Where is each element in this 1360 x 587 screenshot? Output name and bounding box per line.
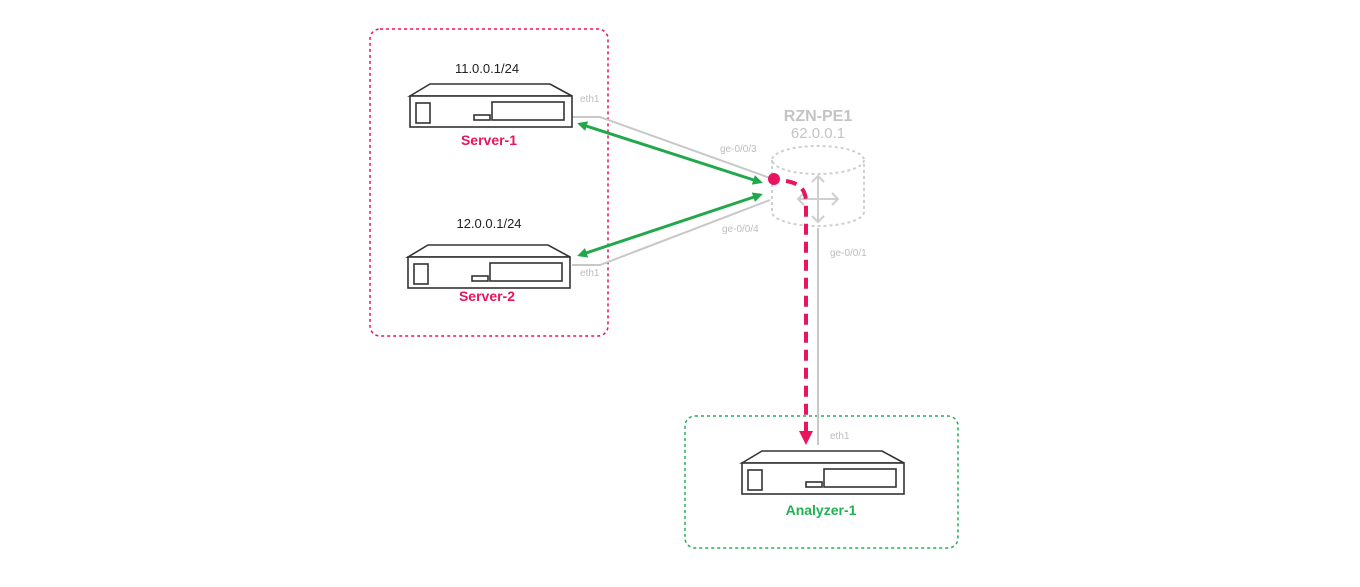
server-1-icon <box>407 83 573 128</box>
server-1-label: Server-1 <box>461 132 517 148</box>
analyzer-1-label: Analyzer-1 <box>786 502 857 518</box>
server-2-label: Server-2 <box>459 288 515 304</box>
server-1-port: eth1 <box>580 94 600 105</box>
physical-links <box>572 116 819 445</box>
server-2-ip: 12.0.0.1/24 <box>456 216 521 231</box>
router-port-ge-0-0-3: ge-0/0/3 <box>720 144 757 155</box>
mirror-flow-arrow <box>785 179 813 445</box>
router-label: RZN-PE1 <box>784 108 853 125</box>
traffic-arrow-server1 <box>577 121 763 185</box>
source-servers-group <box>369 28 609 337</box>
traffic-flows <box>577 121 763 258</box>
analyzer-1-icon <box>739 450 905 495</box>
mirror-point-dot <box>768 173 780 185</box>
traffic-arrow-server2 <box>577 192 763 258</box>
router-icon <box>771 145 865 227</box>
server-1-ip: 11.0.0.1/24 <box>455 61 519 76</box>
analyzer-group <box>684 415 959 549</box>
router-port-ge-0-0-1: ge-0/0/1 <box>830 248 867 259</box>
router-ip: 62.0.0.1 <box>791 125 845 142</box>
analyzer-port: eth1 <box>830 431 850 442</box>
server-2-icon <box>405 244 571 289</box>
server-2-port: eth1 <box>580 268 600 279</box>
router-port-ge-0-0-4: ge-0/0/4 <box>722 224 759 235</box>
